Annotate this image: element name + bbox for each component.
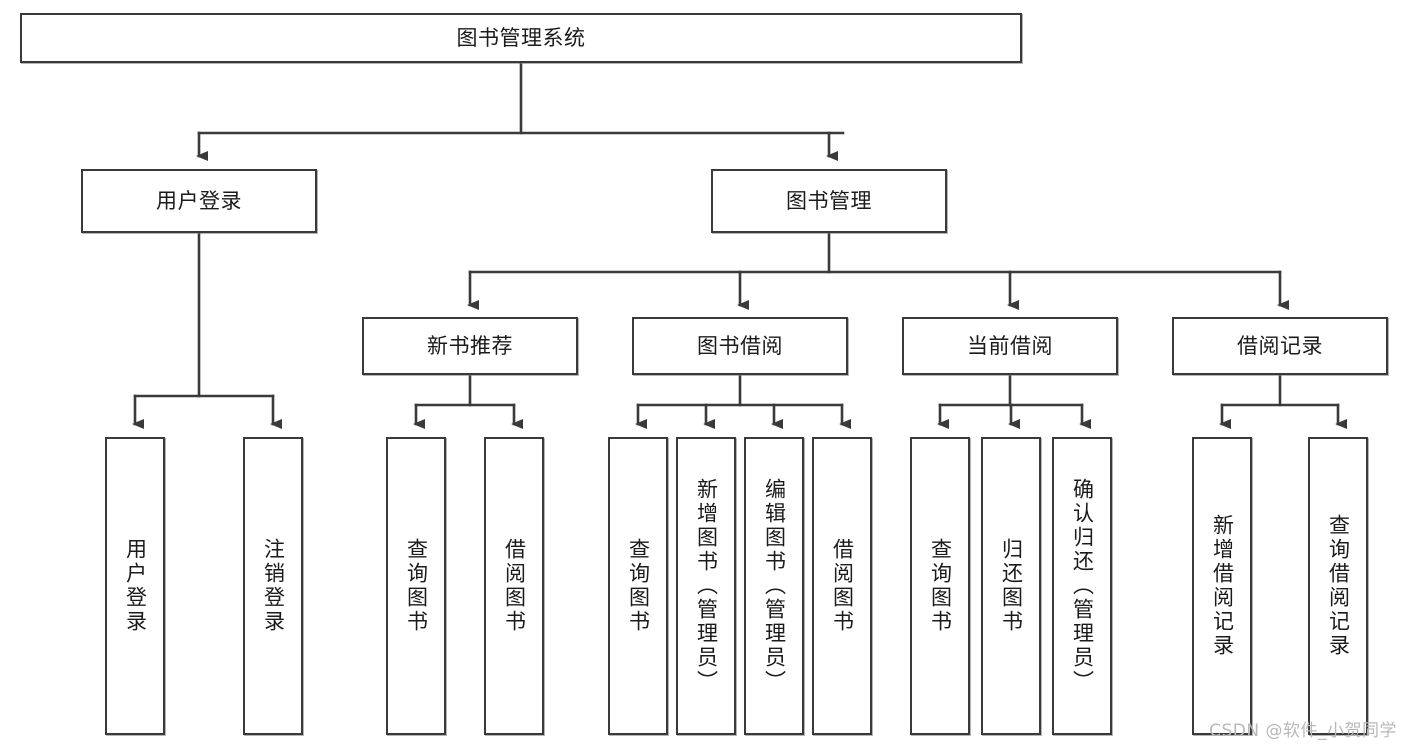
node-leaf-confirm-return[interactable]: 确认归还（管理员）	[1052, 437, 1112, 735]
node-leaf-borrow-book-1[interactable]: 借阅图书	[484, 437, 544, 735]
node-leaf-edit-book[interactable]: 编辑图书（管理员）	[744, 437, 804, 735]
node-new-book-recommend[interactable]: 新书推荐	[362, 317, 578, 375]
node-leaf-return-book[interactable]: 归还图书	[981, 437, 1041, 735]
node-leaf-query-book-1-label: 查询图书	[404, 538, 429, 634]
node-leaf-query-book-3-label: 查询图书	[928, 538, 953, 634]
node-leaf-user-login[interactable]: 用户登录	[105, 437, 165, 735]
node-leaf-user-login-label: 用户登录	[123, 538, 148, 634]
node-new-book-recommend-label: 新书推荐	[427, 333, 513, 358]
node-leaf-confirm-return-label: 确认归还（管理员）	[1070, 478, 1095, 694]
node-leaf-logout-login[interactable]: 注销登录	[243, 437, 303, 735]
node-book-borrow[interactable]: 图书借阅	[632, 317, 848, 375]
node-user-login-label: 用户登录	[156, 188, 242, 213]
node-borrow-record[interactable]: 借阅记录	[1172, 317, 1388, 375]
node-leaf-add-borrow-record-label: 新增借阅记录	[1210, 514, 1235, 658]
node-leaf-query-book-2-label: 查询图书	[626, 538, 651, 634]
node-leaf-query-book-1[interactable]: 查询图书	[386, 437, 446, 735]
node-root-label: 图书管理系统	[456, 25, 586, 50]
node-book-manage-label: 图书管理	[786, 188, 872, 213]
node-leaf-edit-book-label: 编辑图书（管理员）	[762, 478, 787, 694]
node-leaf-borrow-book-2[interactable]: 借阅图书	[812, 437, 872, 735]
node-leaf-query-book-2[interactable]: 查询图书	[608, 437, 668, 735]
node-book-manage[interactable]: 图书管理	[711, 169, 947, 233]
watermark: CSDN @软件_小贺同学	[1209, 721, 1397, 741]
node-book-borrow-label: 图书借阅	[697, 333, 783, 358]
node-leaf-query-book-3[interactable]: 查询图书	[910, 437, 970, 735]
node-root[interactable]: 图书管理系统	[20, 13, 1022, 63]
node-leaf-add-borrow-record[interactable]: 新增借阅记录	[1192, 437, 1252, 735]
node-borrow-record-label: 借阅记录	[1237, 333, 1323, 358]
node-leaf-return-book-label: 归还图书	[999, 538, 1024, 634]
node-leaf-borrow-book-1-label: 借阅图书	[502, 538, 527, 634]
node-leaf-borrow-book-2-label: 借阅图书	[830, 538, 855, 634]
node-leaf-add-book[interactable]: 新增图书（管理员）	[676, 437, 736, 735]
node-leaf-logout-login-label: 注销登录	[261, 538, 286, 634]
node-leaf-add-book-label: 新增图书（管理员）	[694, 478, 719, 694]
node-leaf-query-borrow-record[interactable]: 查询借阅记录	[1308, 437, 1368, 735]
node-current-borrow[interactable]: 当前借阅	[902, 317, 1118, 375]
node-user-login[interactable]: 用户登录	[81, 169, 317, 233]
node-current-borrow-label: 当前借阅	[967, 333, 1053, 358]
node-leaf-query-borrow-record-label: 查询借阅记录	[1326, 514, 1351, 658]
